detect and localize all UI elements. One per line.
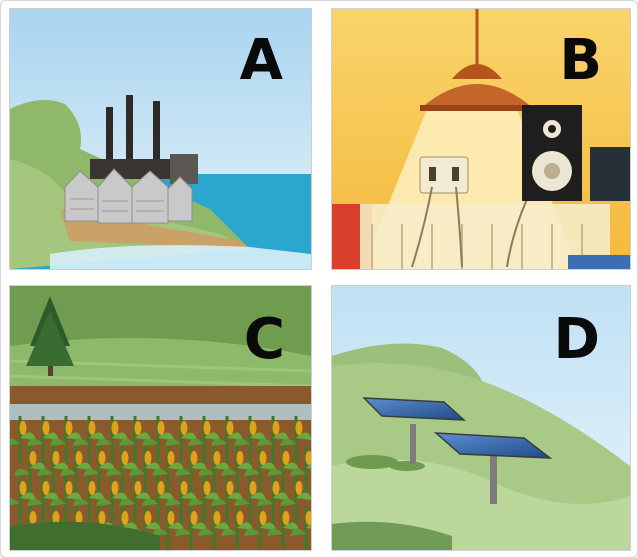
panel-b[interactable]: B — [331, 8, 631, 270]
panel-c-letter: C — [243, 307, 285, 372]
panel-a[interactable]: A — [9, 8, 312, 270]
corn-field-illustration — [10, 286, 311, 550]
panel-d-letter: D — [553, 307, 600, 372]
factory-illustration — [10, 9, 311, 269]
panel-d[interactable]: D — [331, 285, 631, 551]
corn-plants — [10, 416, 311, 550]
panel-a-letter: A — [239, 28, 283, 93]
lamp-outlet-illustration — [332, 9, 630, 269]
panel-b-letter: B — [559, 28, 602, 93]
panel-c[interactable]: C — [9, 285, 312, 551]
solar-panels-illustration — [332, 286, 630, 550]
